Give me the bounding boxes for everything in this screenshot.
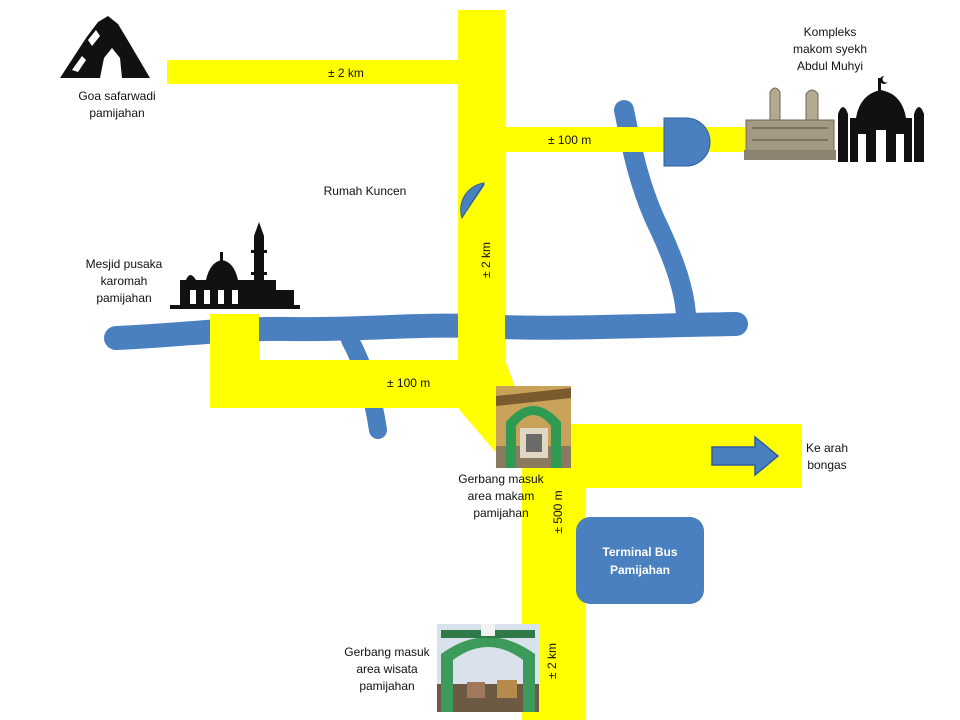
river-main: [104, 312, 748, 350]
road-top: [167, 60, 467, 84]
label-kuncen: Rumah Kuncen: [323, 184, 407, 198]
mosque-minaret-icon: [170, 222, 300, 309]
tomb-icon: [744, 87, 836, 160]
makom-marker-icon: [663, 117, 711, 167]
distance-makom-road: ± 100 m: [548, 133, 592, 147]
distance-vertical-main: ± 2 km: [479, 242, 493, 278]
cave-icon: [60, 16, 150, 78]
distance-top-road: ± 2 km: [328, 66, 364, 80]
roads: [167, 10, 802, 720]
terminal-label: Terminal Bus Pamijahan: [602, 544, 678, 577]
label-makom: Kompleks makom syekh Abdul Muhyi: [792, 25, 868, 73]
label-goa: Goa safarwadi pamijahan: [78, 89, 156, 120]
distance-bottom-road: ± 2 km: [545, 643, 559, 679]
road-lower: [210, 360, 505, 408]
gate-green-image: [496, 386, 571, 468]
label-mesjid: Mesjid pusaka karomah pamijahan: [85, 257, 163, 305]
distance-lower-road: ± 100 m: [387, 376, 431, 390]
gerbang-makam-photo: [496, 386, 571, 468]
mosque-dome-icon: [838, 75, 924, 162]
arrow-right-icon: [711, 435, 780, 477]
gerbang-wisata-photo: [437, 624, 539, 712]
label-gerbang-makam: Gerbang masuk area makam pamijahan: [458, 472, 544, 520]
terminal-bus-box: Terminal Bus Pamijahan: [576, 517, 704, 604]
label-bongas: Ke arah bongas: [805, 441, 849, 472]
gate-arch-image: [437, 624, 539, 712]
distance-south-road: ± 500 m: [551, 490, 565, 534]
label-gerbang-wisata: Gerbang masuk area wisata pamijahan: [344, 645, 430, 693]
kuncen-marker-icon: [460, 182, 485, 220]
